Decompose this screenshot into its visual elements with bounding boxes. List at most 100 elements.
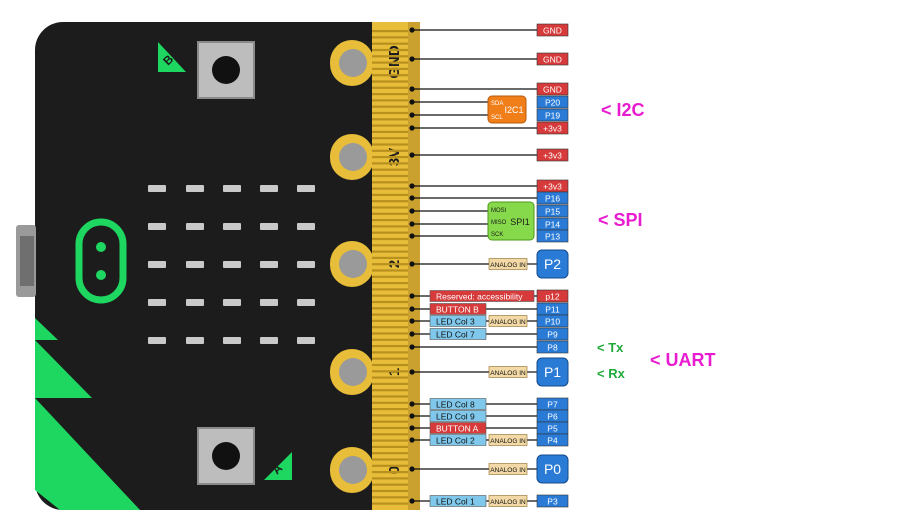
connector-stripe — [372, 99, 408, 102]
connector-stripe — [372, 439, 408, 442]
pin-label-p14: P14 — [545, 220, 560, 230]
connector-stripe — [372, 376, 408, 379]
function-box-led_col3 — [429, 315, 487, 327]
analog-in-box — [488, 434, 528, 446]
led-r1-c1 — [148, 185, 166, 192]
connector-stripe — [372, 212, 408, 215]
led-r4-c5 — [297, 299, 315, 306]
pin-row-v3a: +3v3 — [409, 121, 569, 135]
connector-stripe — [372, 48, 408, 52]
solder-dot — [409, 195, 415, 201]
connector-stripe — [372, 137, 408, 140]
connector-stripe — [372, 401, 408, 404]
spi-miso-label: MISO — [491, 220, 507, 226]
connector-stripe — [372, 395, 408, 398]
pin-box-p15 — [536, 204, 569, 218]
pin-box-p2 — [536, 249, 569, 279]
pin-label-p13: P13 — [545, 232, 560, 242]
connector-stripe — [372, 200, 408, 203]
pin-label-p11: P11 — [545, 305, 560, 315]
analog-in-box — [488, 366, 528, 378]
connector-stripe — [372, 345, 408, 348]
solder-dot — [409, 208, 415, 214]
connector-stripe — [372, 288, 408, 291]
pin-box-v3a — [536, 121, 569, 135]
connector-stripe — [372, 477, 408, 480]
p1-pad-hole — [339, 358, 367, 386]
function-label-button_a: BUTTON A — [436, 424, 479, 434]
solder-dot — [409, 466, 415, 472]
solder-dot — [409, 27, 415, 33]
connector-stripe — [372, 300, 408, 304]
connector-stripe — [372, 193, 408, 196]
connector-stripe — [372, 36, 408, 39]
function-label-led_col9: LED Col 9 — [436, 412, 475, 422]
pin-box-p1 — [536, 357, 569, 387]
connector-stripe — [372, 237, 408, 241]
led-r2-c4 — [260, 223, 278, 230]
connector-stripe — [372, 162, 408, 165]
pin-label-gnd3: GND — [543, 85, 562, 95]
pin-box-p8 — [536, 340, 569, 354]
function-box-button_b — [429, 303, 487, 315]
connector-stripe — [372, 357, 408, 360]
led-r3-c1 — [148, 261, 166, 268]
led-r3-c5 — [297, 261, 315, 268]
solder-dot — [409, 152, 415, 158]
connector-stripe — [372, 80, 408, 83]
connector-stripe — [372, 118, 408, 121]
function-box-led_col7 — [429, 328, 487, 340]
button-b-cap — [212, 56, 240, 84]
solder-dot — [409, 498, 415, 504]
spi-block — [487, 201, 535, 241]
pin-box-p4 — [536, 433, 569, 447]
pin-box-p3 — [536, 494, 569, 508]
button-a[interactable] — [197, 427, 255, 485]
connector-stripe — [372, 174, 408, 178]
pin-label-p20: P20 — [545, 98, 560, 108]
connector-stripe — [372, 483, 408, 486]
usb-port — [20, 236, 34, 286]
function-box-button_a — [429, 422, 487, 434]
solder-dot — [409, 425, 415, 431]
led-r1-c5 — [297, 185, 315, 192]
logo-eye — [96, 242, 106, 252]
connector-stripe — [372, 408, 408, 411]
pin-box-gnd3 — [536, 82, 569, 96]
connector-stripe — [372, 420, 408, 423]
annotation-uart: < UART — [650, 350, 716, 370]
pin-row-gnd3: GND — [409, 82, 569, 96]
connector-stripe — [372, 187, 408, 190]
connector-stripe — [372, 42, 408, 45]
connector-stripe — [372, 489, 408, 493]
function-box-led_col1 — [429, 495, 487, 507]
pin-row-v3c: +3v3 — [409, 179, 569, 193]
connector-stripe — [372, 294, 408, 297]
pin-row-p16: P16 — [409, 191, 569, 205]
analog-in-box — [488, 495, 528, 507]
analog-in-label: ANALOG IN — [490, 467, 526, 474]
i2c-block — [487, 95, 527, 124]
pin-label-p1: P1 — [544, 364, 561, 380]
led-r2-c2 — [186, 223, 204, 230]
button-a-triangle — [264, 452, 292, 480]
solder-dot — [409, 293, 415, 299]
analog-in-label: ANALOG IN — [490, 499, 526, 506]
connector-stripe — [372, 414, 408, 417]
connector-stripe — [372, 389, 408, 392]
connector-stripe — [372, 269, 408, 272]
connector-stripe — [372, 168, 408, 171]
analog-in-box — [488, 258, 528, 270]
connector-stripe — [372, 326, 408, 329]
connector-stripe — [372, 332, 408, 335]
annotation-spi: < SPI — [598, 210, 643, 230]
pin-row-p8: P8 — [409, 340, 569, 354]
solder-dot — [409, 261, 415, 267]
connector-stripe — [372, 458, 408, 461]
connector-stripe — [372, 156, 408, 159]
